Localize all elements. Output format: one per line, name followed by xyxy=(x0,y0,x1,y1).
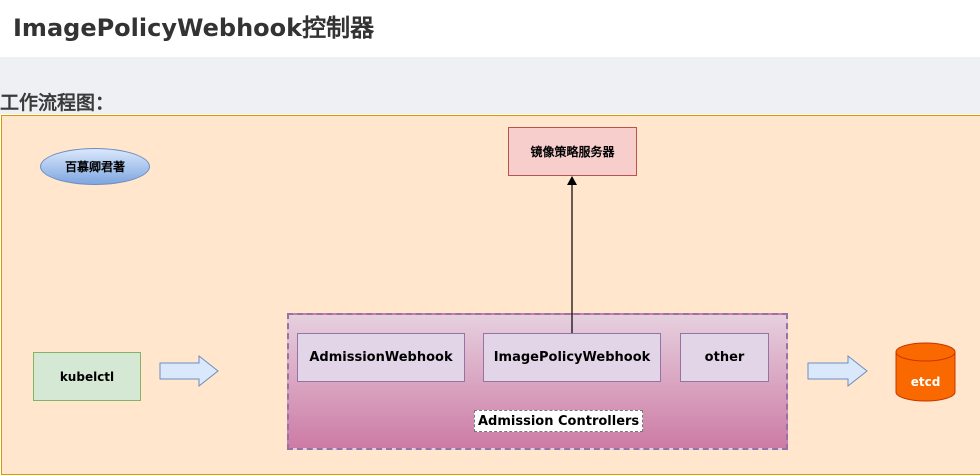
author-label: 百慕卿君著 xyxy=(64,160,125,174)
kubectl-box: kubelctl xyxy=(33,352,141,401)
admission-to-etcd-arrow-icon xyxy=(807,354,868,388)
policy-server-box: 镜像策略服务器 xyxy=(508,127,637,176)
author-ellipse: 百慕卿君著 xyxy=(40,148,150,185)
etcd-cylinder-icon xyxy=(895,342,956,402)
admission-controllers-label: Admission Controllers xyxy=(474,410,644,432)
section-label: 工作流程图： xyxy=(0,92,115,114)
admission-webhook-label: AdmissionWebhook xyxy=(309,350,453,365)
connector-arrowhead-icon xyxy=(567,176,577,185)
header-band xyxy=(0,57,980,114)
page-header: ImagePolicyWebhook控制器 xyxy=(0,0,980,57)
page-title: ImagePolicyWebhook控制器 xyxy=(13,14,375,42)
kubectl-label: kubelctl xyxy=(59,369,115,384)
admission-webhook-box: AdmissionWebhook xyxy=(297,333,465,382)
policy-server-label: 镜像策略服务器 xyxy=(530,145,615,159)
etcd-label: etcd xyxy=(910,375,941,389)
other-controller-label: other xyxy=(704,350,745,365)
other-controller-box: other xyxy=(680,333,769,382)
connectors-layer xyxy=(159,176,956,402)
image-policy-webhook-box: ImagePolicyWebhook xyxy=(483,333,661,382)
kubectl-to-admission-arrow-icon xyxy=(159,354,219,388)
image-policy-webhook-label: ImagePolicyWebhook xyxy=(493,350,651,365)
